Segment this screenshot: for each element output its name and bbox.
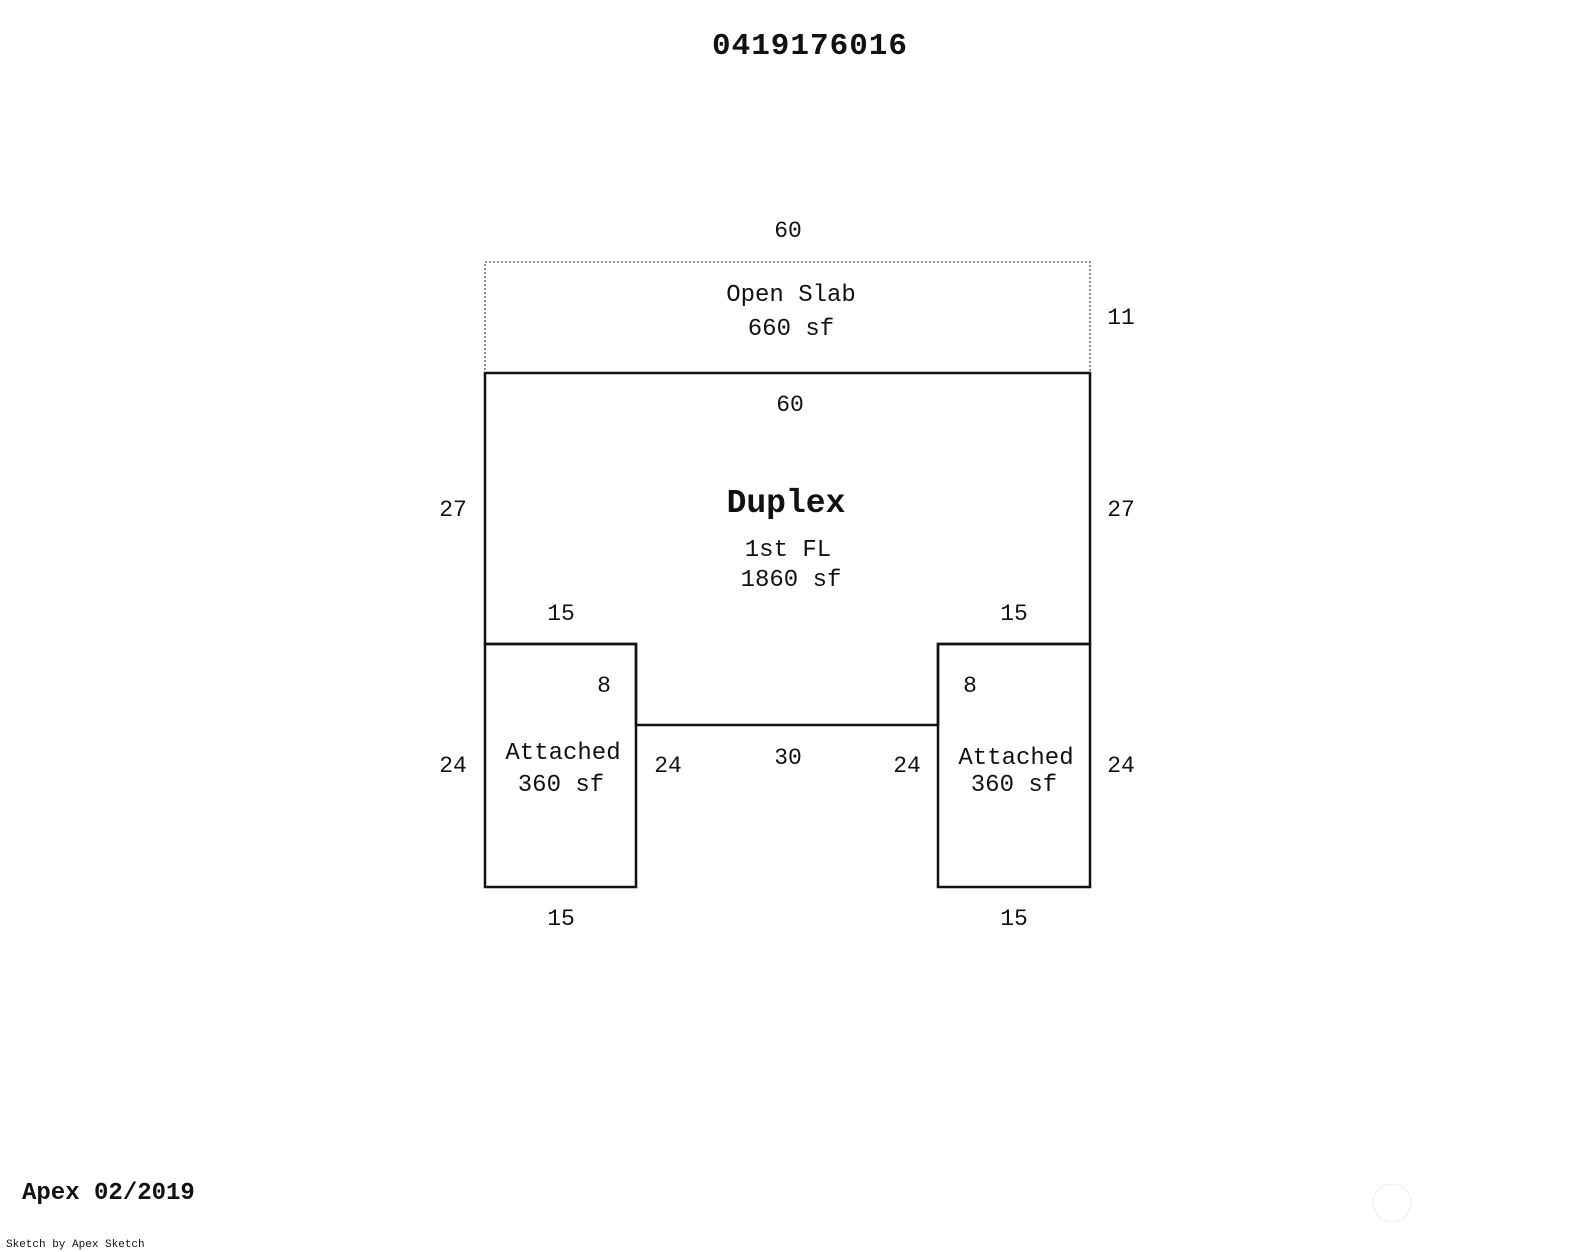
duplex-dim-bottom-center: 30 xyxy=(774,745,802,771)
attached-left-outline xyxy=(483,642,638,889)
duplex-dim-notch-right: 15 xyxy=(1000,601,1028,627)
duplex-dim-right: 27 xyxy=(1107,497,1135,523)
duplex-dim-top: 60 xyxy=(776,392,804,418)
attached-left-label: Attached xyxy=(505,740,620,767)
open-slab-dim-right: 11 xyxy=(1107,305,1135,331)
attached-right-area: 360 sf xyxy=(971,772,1057,799)
duplex-dim-notch-left: 15 xyxy=(547,601,575,627)
open-slab-outline xyxy=(484,261,1091,374)
attached-left-area: 360 sf xyxy=(518,772,604,799)
attached-left-dim-outer: 24 xyxy=(439,753,467,779)
duplex-dim-inner-left: 24 xyxy=(654,753,682,779)
duplex-floor-label: 1st FL xyxy=(745,537,831,564)
attached-right-dim-bottom: 15 xyxy=(1000,906,1028,932)
attached-right-outline xyxy=(936,642,1092,889)
duplex-dim-notch-depth-right: 8 xyxy=(963,673,977,699)
duplex-dim-left: 27 xyxy=(439,497,467,523)
sketch-credit: Sketch by Apex Sketch xyxy=(6,1239,145,1251)
parcel-number-title: 0419176016 xyxy=(712,29,908,64)
duplex-label: Duplex xyxy=(727,485,846,522)
duplex-dim-inner-right: 24 xyxy=(893,753,921,779)
attached-right-dim-outer: 24 xyxy=(1107,753,1135,779)
duplex-dim-notch-depth-left: 8 xyxy=(597,673,611,699)
attached-right-label: Attached xyxy=(958,745,1073,772)
open-slab-label: Open Slab xyxy=(726,282,856,309)
attached-left-dim-bottom: 15 xyxy=(547,906,575,932)
duplex-area: 1860 sf xyxy=(741,567,842,594)
apex-version-label: Apex 02/2019 xyxy=(22,1180,195,1207)
open-slab-dim-top: 60 xyxy=(774,218,802,244)
watermark-logo-icon xyxy=(1372,1183,1412,1223)
open-slab-area: 660 sf xyxy=(748,316,834,343)
